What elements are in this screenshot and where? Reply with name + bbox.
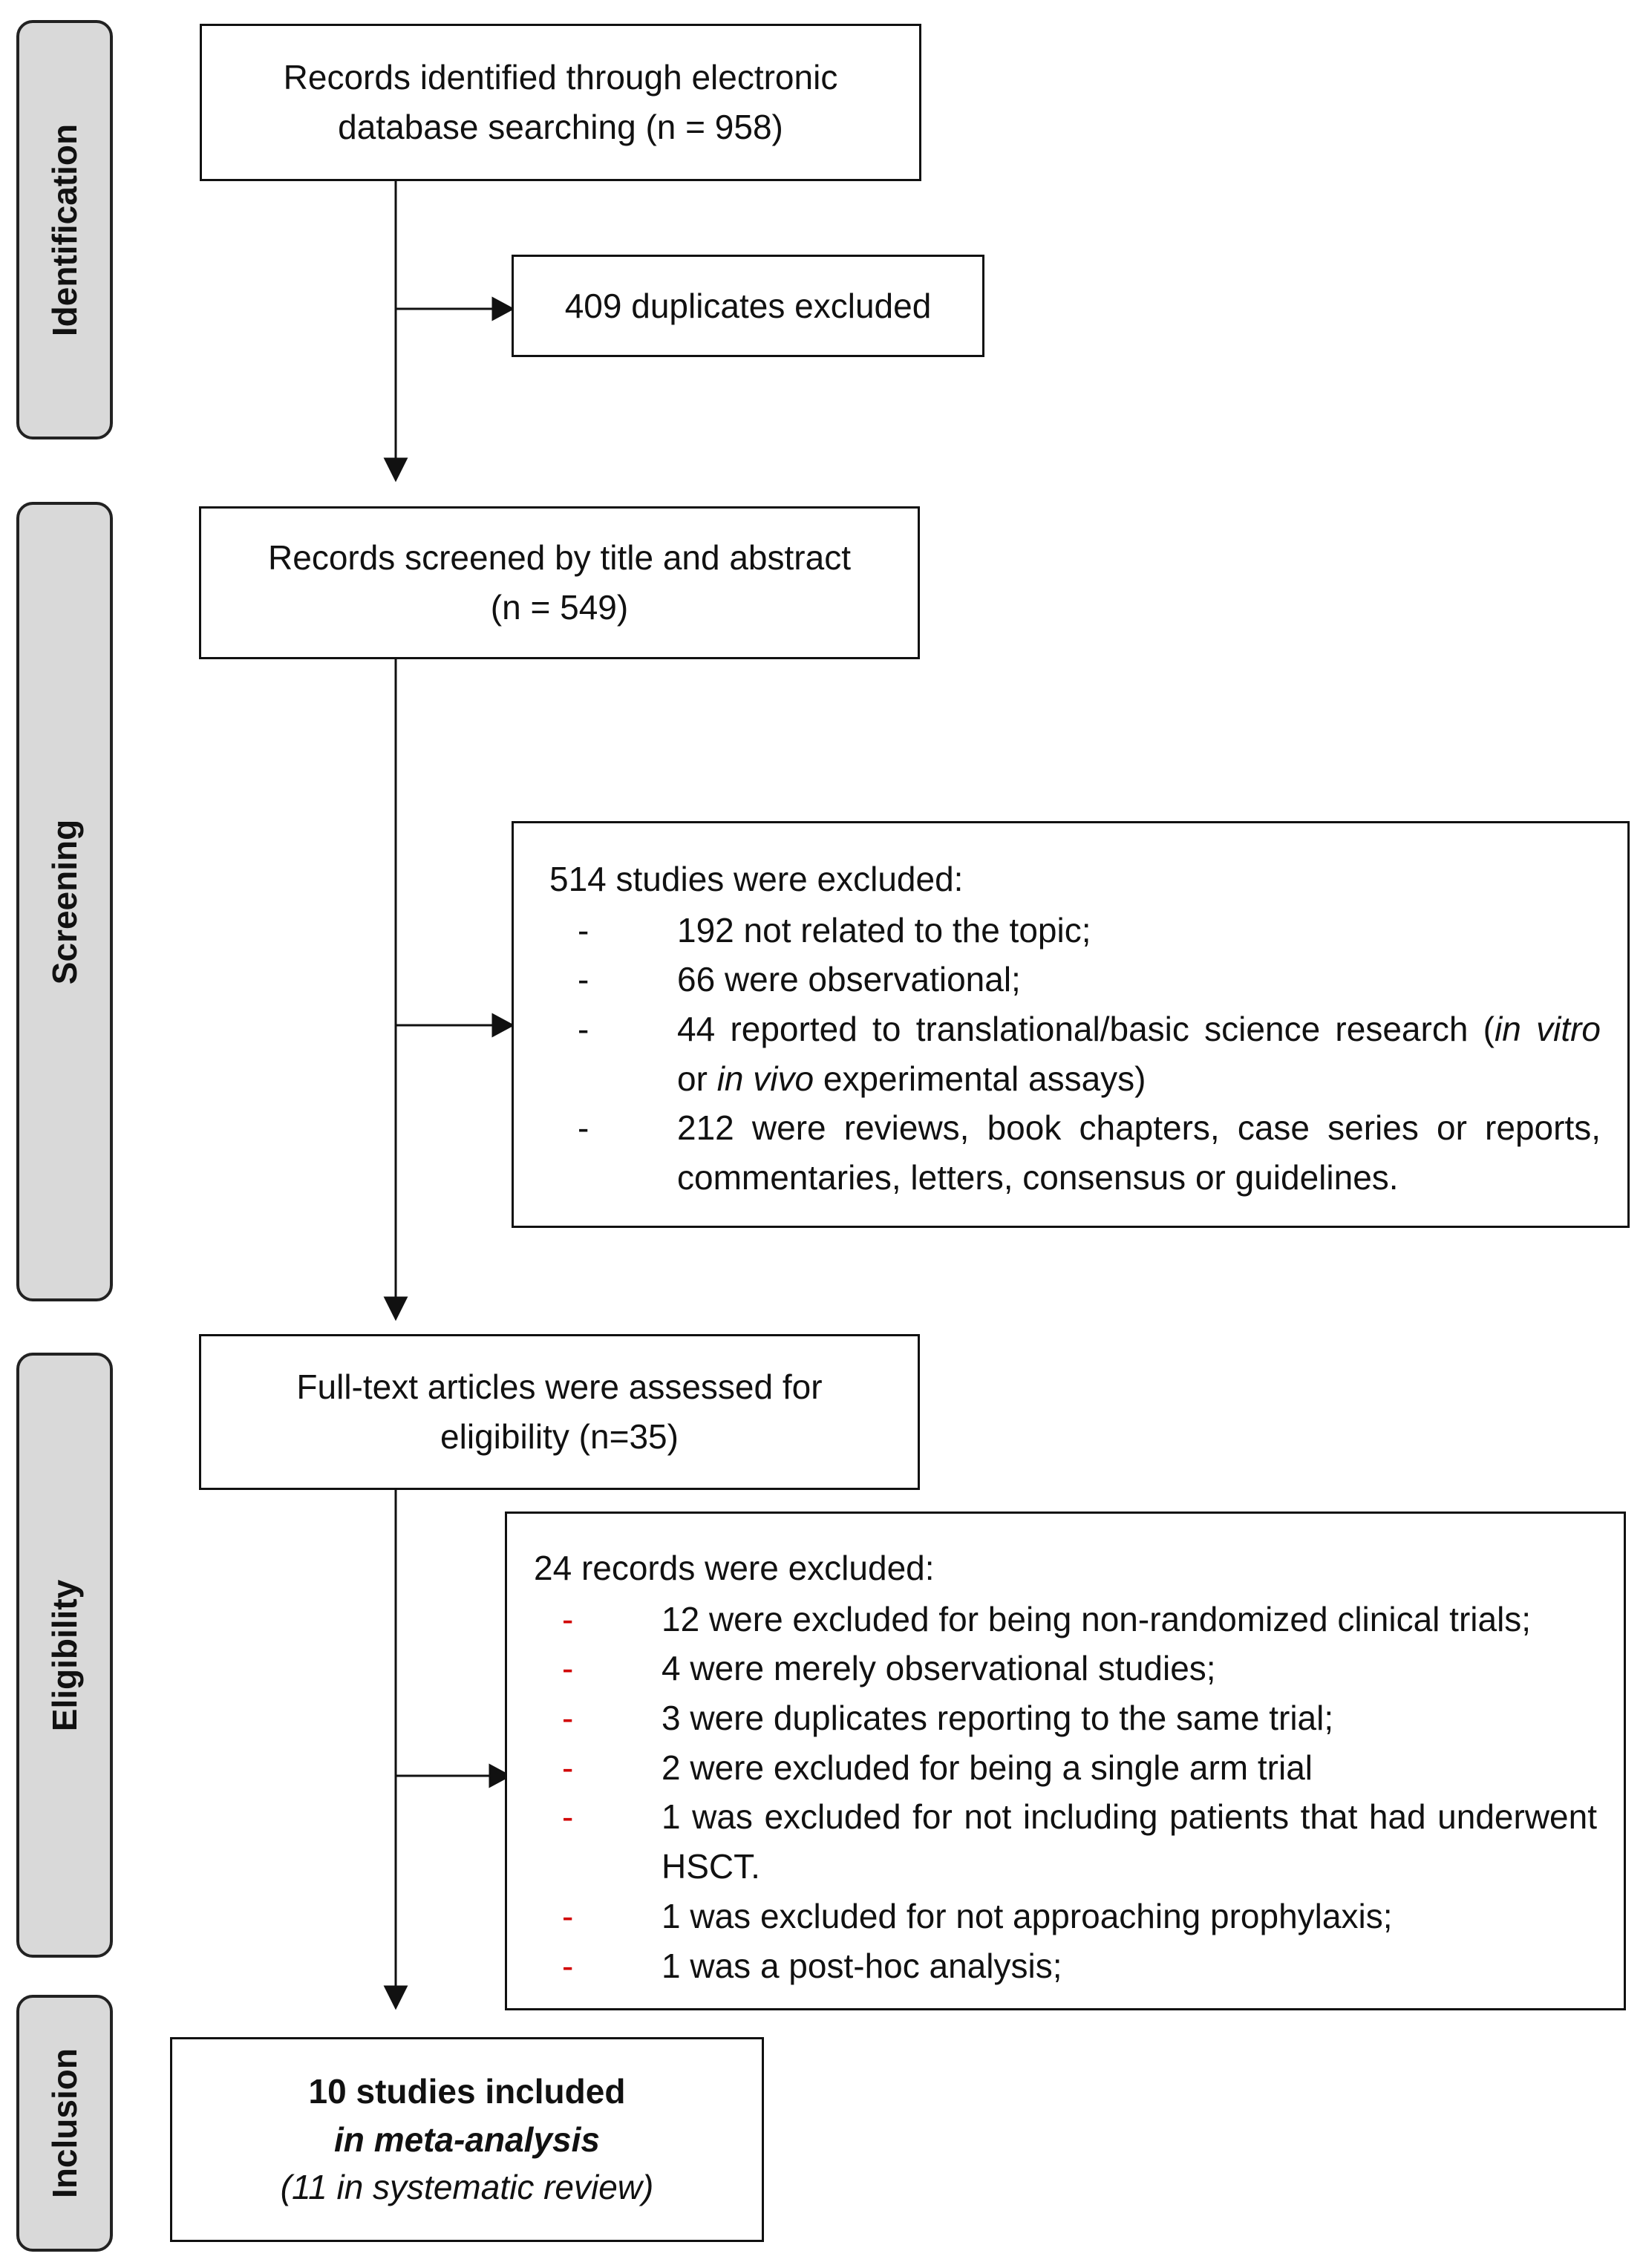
list-item: - 66 were observational; <box>549 955 1601 1004</box>
list-item-text: 1 was excluded for not including patient… <box>662 1797 1597 1886</box>
list-item: - 2 were excluded for being a single arm … <box>534 1743 1597 1793</box>
list-dash: - <box>562 1599 574 1638</box>
list-item-text: 66 were observational; <box>677 960 1021 999</box>
list-dash: - <box>578 960 589 999</box>
list-item: - 1 was a post-hoc analysis; <box>534 1941 1597 1991</box>
fulltext-box: Full-text articles were assessed for eli… <box>199 1334 920 1490</box>
eligibility-excluded-heading: 24 records were excluded: <box>534 1549 935 1587</box>
screening-excluded-box: 514 studies were excluded: - 192 not rel… <box>512 821 1630 1228</box>
stage-eligibility: Eligibility <box>16 1353 113 1958</box>
list-dash: - <box>562 1649 574 1688</box>
duplicates-text: 409 duplicates excluded <box>564 286 932 325</box>
list-item: - 4 were merely observational studies; <box>534 1644 1597 1693</box>
list-dash: - <box>578 1010 589 1049</box>
list-item: - 1 was excluded for not including patien… <box>534 1792 1597 1891</box>
identified-line2: database searching (n = 958) <box>338 108 783 146</box>
list-item: - 1 was excluded for not approaching prop… <box>534 1892 1597 1941</box>
included-line2: in meta-analysis <box>334 2120 600 2159</box>
list-item: - 212 were reviews, book chapters, case … <box>549 1103 1601 1202</box>
list-dash: - <box>562 1896 574 1935</box>
list-item-text: 3 were duplicates reporting to the same … <box>662 1699 1334 1738</box>
list-item-text: 4 were merely observational studies; <box>662 1649 1216 1688</box>
fulltext-line1: Full-text articles were assessed for <box>296 1367 823 1407</box>
included-box: 10 studies included in meta-analysis (11… <box>170 2037 764 2242</box>
list-item-text: 212 were reviews, book chapters, case se… <box>677 1108 1601 1197</box>
included-line1: 10 studies included <box>308 2072 626 2111</box>
stage-inclusion: Inclusion <box>16 1995 113 2252</box>
list-item-text: 1 was a post-hoc analysis; <box>662 1946 1062 1985</box>
screened-box: Records screened by title and abstract (… <box>199 506 920 659</box>
list-dash: - <box>578 1108 589 1148</box>
list-item: - 192 not related to the topic; <box>549 906 1601 955</box>
identified-line1: Records identified through electronic <box>283 58 838 97</box>
list-item: - 3 were duplicates reporting to the same… <box>534 1693 1597 1743</box>
identified-box: Records identified through electronic da… <box>200 24 921 181</box>
list-item-text: 1 was excluded for not approaching proph… <box>662 1896 1393 1935</box>
duplicates-box: 409 duplicates excluded <box>512 255 984 357</box>
list-dash: - <box>562 1946 574 1985</box>
list-item-text: 192 not related to the topic; <box>677 910 1091 950</box>
list-item: - 12 were excluded for being non-randomiz… <box>534 1595 1597 1644</box>
screened-line1: Records screened by title and abstract <box>268 538 851 578</box>
screened-line2: (n = 549) <box>490 588 629 627</box>
stage-identification: Identification <box>16 20 113 439</box>
list-item: - 44 reported to translational/basic sci… <box>549 1004 1601 1103</box>
list-item-text: 12 were excluded for being non-randomize… <box>662 1599 1532 1638</box>
screening-excluded-heading: 514 studies were excluded: <box>549 860 964 898</box>
list-dash: - <box>562 1797 574 1837</box>
screening-excluded-list: - 192 not related to the topic; - 66 wer… <box>549 906 1601 1203</box>
list-dash: - <box>562 1748 574 1787</box>
included-line3: (11 in systematic review) <box>280 2168 654 2207</box>
list-item-text: 2 were excluded for being a single arm t… <box>662 1748 1313 1787</box>
list-dash: - <box>578 910 589 950</box>
eligibility-excluded-list: - 12 were excluded for being non-randomiz… <box>534 1595 1597 1991</box>
list-item-text: 44 reported to translational/basic scien… <box>677 1010 1601 1098</box>
fulltext-line2: eligibility (n=35) <box>440 1417 679 1456</box>
stage-screening: Screening <box>16 502 113 1301</box>
eligibility-excluded-box: 24 records were excluded: - 12 were exclu… <box>505 1512 1626 2010</box>
list-dash: - <box>562 1699 574 1738</box>
